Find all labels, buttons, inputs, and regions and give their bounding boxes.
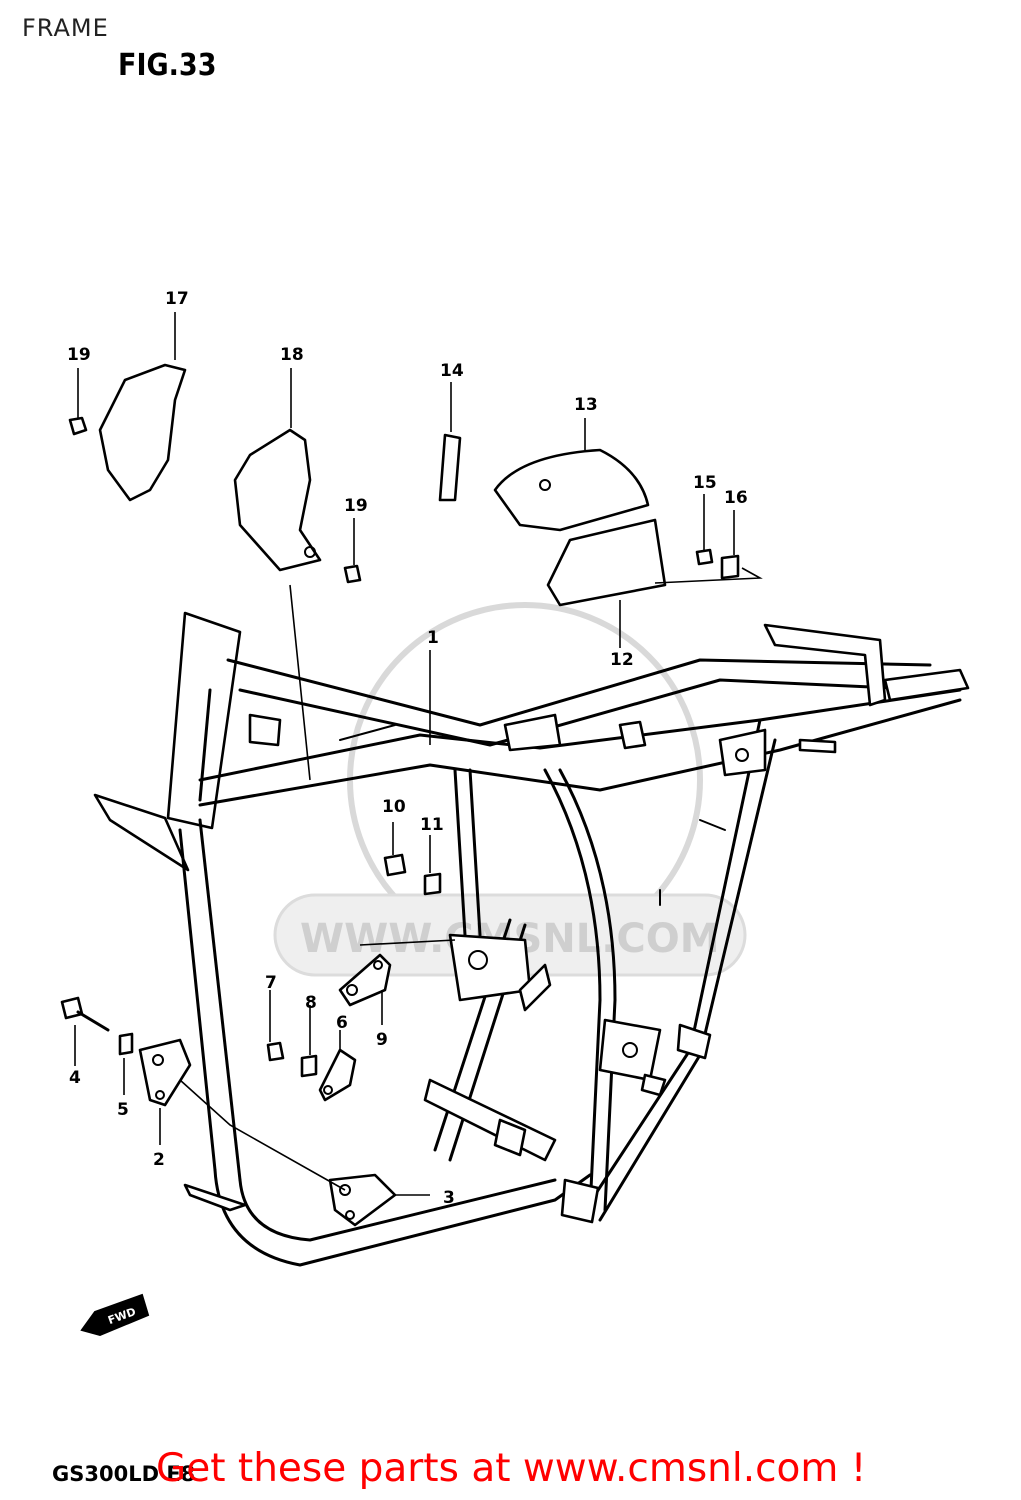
figure-label: FIG.33 xyxy=(118,48,217,83)
screw-19-a xyxy=(68,416,88,436)
bolt-7 xyxy=(266,1041,285,1062)
callout-17: 17 xyxy=(165,289,189,309)
callout-19-right: 19 xyxy=(344,496,368,516)
callout-11: 11 xyxy=(420,815,444,835)
callout-2: 2 xyxy=(153,1150,165,1170)
section-title: FRAME xyxy=(22,14,109,42)
cover-17 xyxy=(98,363,187,502)
bolt-10 xyxy=(383,853,407,877)
callout-13: 13 xyxy=(574,395,598,415)
engine-plate-3 xyxy=(328,1173,397,1227)
nut-5 xyxy=(118,1032,134,1056)
callout-7: 7 xyxy=(265,973,277,993)
bolt-15 xyxy=(695,548,714,566)
loose-parts xyxy=(60,363,740,1227)
nut-16 xyxy=(720,554,740,580)
callout-15: 15 xyxy=(693,473,717,493)
nut-8 xyxy=(300,1054,318,1078)
callout-16: 16 xyxy=(724,488,748,508)
callout-3: 3 xyxy=(443,1188,455,1208)
screw-19-b xyxy=(343,564,362,584)
callout-19-left: 19 xyxy=(67,345,91,365)
clamp-14 xyxy=(438,433,462,502)
leader-lines xyxy=(74,312,763,1196)
callout-6: 6 xyxy=(336,1013,348,1033)
engine-plate-2 xyxy=(138,1038,192,1107)
callout-1: 1 xyxy=(427,628,439,648)
callout-10: 10 xyxy=(382,797,406,817)
cover-18 xyxy=(233,428,322,572)
engine-plate-6 xyxy=(318,1048,357,1102)
callout-8: 8 xyxy=(305,993,317,1013)
model-code: GS300LD E8 xyxy=(52,1462,196,1486)
bolt-4 xyxy=(60,996,84,1020)
callout-9: 9 xyxy=(376,1030,388,1050)
callout-14: 14 xyxy=(440,361,464,381)
callout-12: 12 xyxy=(610,650,634,670)
engine-plate-9 xyxy=(338,953,392,1007)
callout-labels: 1 2 3 4 5 6 7 8 9 10 11 12 13 14 15 16 1… xyxy=(67,289,748,1208)
battery-cover-13 xyxy=(493,448,650,532)
promo-link[interactable]: Get these parts at www.cmsnl.com ! xyxy=(156,1446,867,1491)
battery-case-12 xyxy=(546,518,667,607)
callout-18: 18 xyxy=(280,345,304,365)
fwd-arrow-icon: FWD xyxy=(80,1293,150,1337)
frame-body xyxy=(93,611,970,1267)
callout-5: 5 xyxy=(117,1100,129,1120)
callout-4: 4 xyxy=(69,1068,81,1088)
nut-11 xyxy=(423,872,442,896)
